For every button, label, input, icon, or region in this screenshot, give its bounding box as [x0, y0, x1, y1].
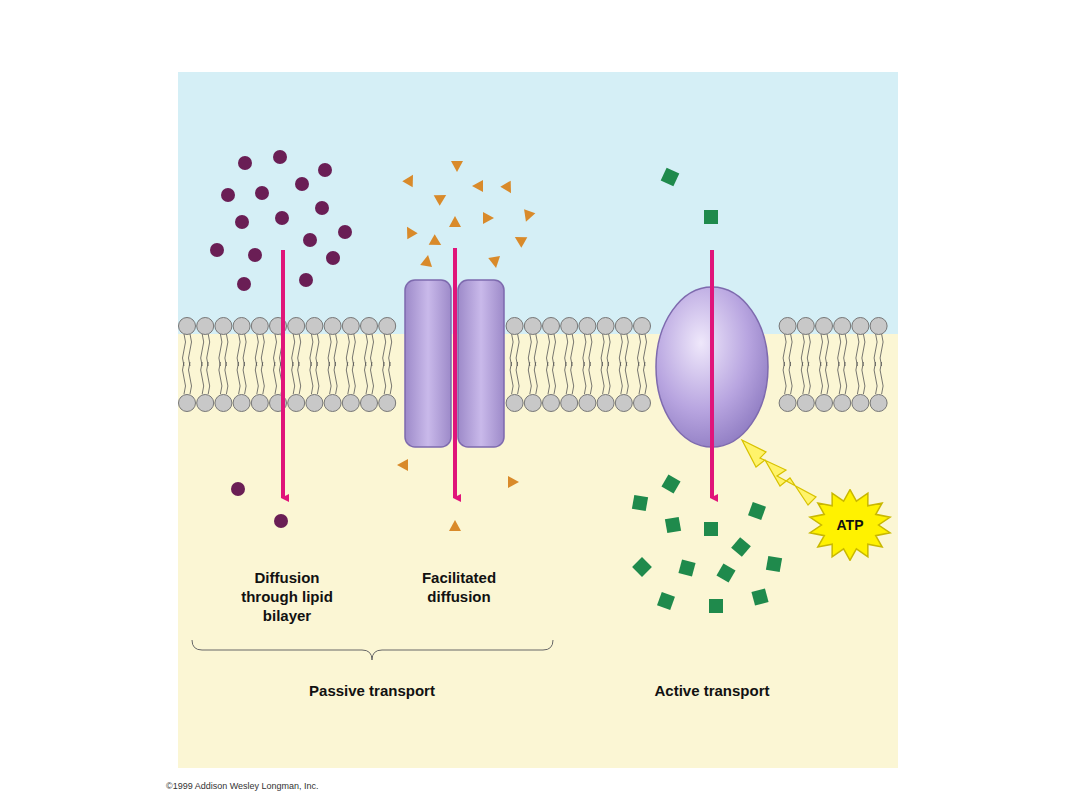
solute-triangles — [397, 161, 535, 531]
process-label: Diffusion through lipid bilayer — [228, 568, 346, 625]
cytoplasm — [178, 72, 898, 768]
copyright-note: ©1999 Addison Wesley Longman, Inc. — [166, 781, 466, 792]
bracket — [192, 640, 553, 660]
extracellular-fluid — [178, 72, 898, 334]
energy-starburst: ATP — [808, 489, 892, 561]
solute-dots — [210, 150, 352, 528]
process-label: Facilitated diffusion — [407, 568, 511, 606]
energy-bolt — [742, 440, 816, 505]
node-text: ATP — [837, 517, 864, 533]
transport-arrow — [283, 248, 712, 498]
channel-protein — [405, 280, 451, 447]
channel-protein — [458, 280, 504, 447]
process-label: Passive transport — [262, 681, 482, 700]
process-label: Active transport — [612, 681, 812, 700]
solute-squares — [632, 168, 782, 613]
